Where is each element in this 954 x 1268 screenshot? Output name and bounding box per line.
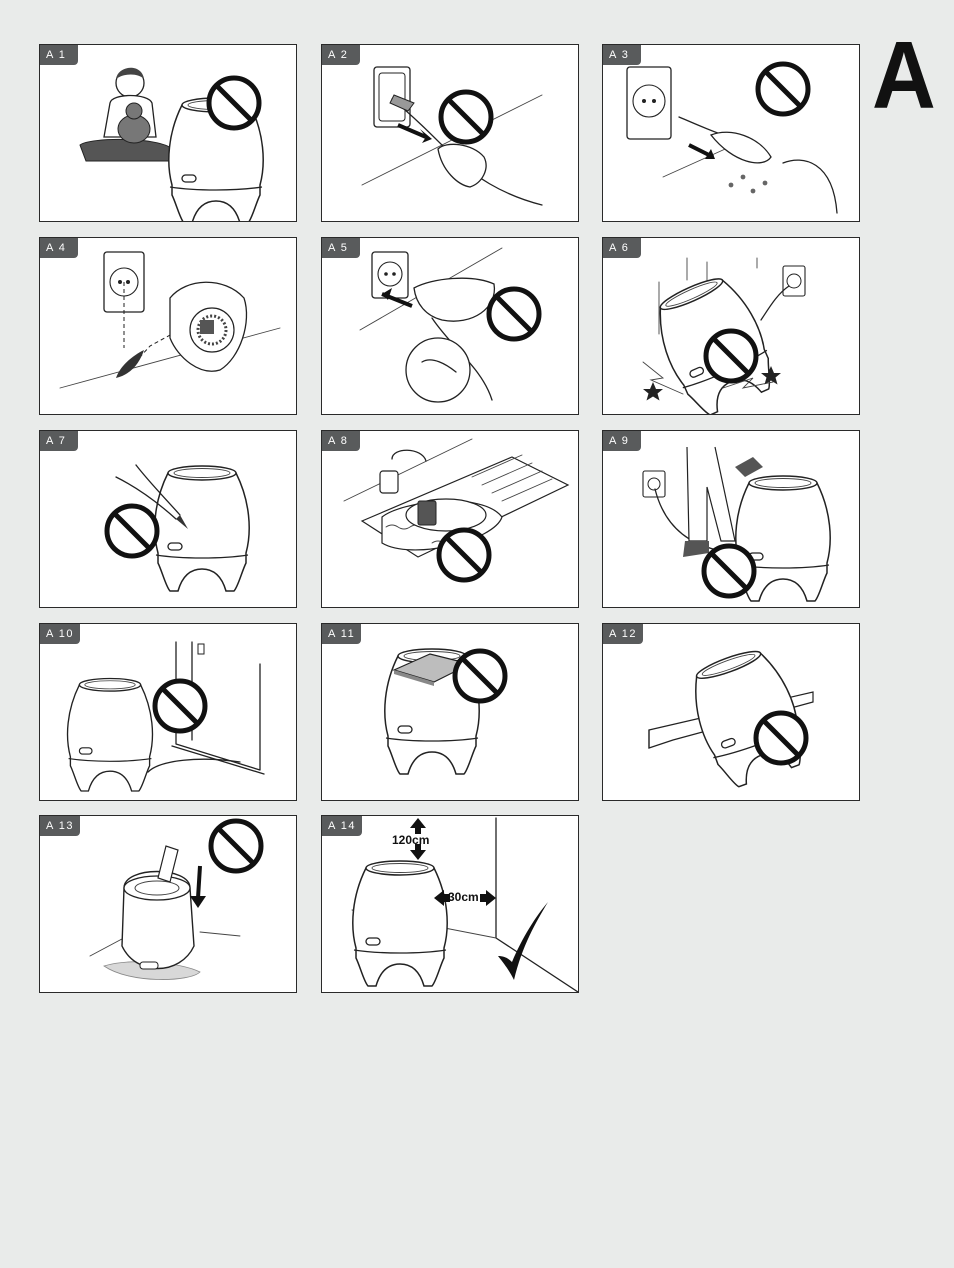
panel-tag: A 1	[40, 45, 78, 65]
no-water-immersion-illustration	[343, 438, 570, 607]
panel-tag: A 5	[322, 238, 360, 258]
no-cord-under-door-illustration	[66, 641, 265, 792]
panel-a11: A 11	[321, 623, 579, 801]
panel-tag: A 8	[322, 431, 360, 451]
panel-a5: A 5	[321, 237, 579, 415]
panel-tag: A 3	[603, 45, 641, 65]
panel-tag: A 4	[40, 238, 78, 258]
damaged-cord-illustration	[359, 247, 578, 403]
cord-trip-hazard-illustration	[642, 446, 831, 602]
panel-a10: A 10	[39, 623, 297, 801]
no-covering-illustration	[384, 648, 578, 775]
prohibited-icon	[706, 331, 756, 381]
height-clearance-label: 120cm	[392, 833, 430, 847]
device-dropped-illustration	[642, 257, 806, 414]
panel-a9: A 9	[602, 430, 860, 608]
prohibited-icon	[107, 506, 157, 556]
no-repair-illustration	[40, 464, 250, 592]
prohibited-icon	[439, 530, 489, 580]
section-letter: A	[872, 22, 936, 129]
prohibited-icon	[758, 64, 808, 114]
panel-a2: A 2	[321, 44, 579, 222]
prohibited-icon	[704, 546, 754, 596]
panel-tag: A 11	[322, 624, 362, 644]
panel-a13: A 13	[39, 815, 297, 993]
wet-hands-plug-illustration	[626, 45, 838, 214]
prohibited-icon	[455, 651, 505, 701]
panel-tag: A 13	[40, 816, 81, 836]
prohibited-icon	[209, 78, 259, 128]
prohibited-icon	[489, 289, 539, 339]
open-device-unplug-illustration	[59, 251, 281, 389]
panel-tag: A 9	[603, 431, 641, 451]
prohibited-icon	[756, 713, 806, 763]
prohibited-icon	[441, 92, 491, 142]
panel-tag: A 14	[322, 816, 363, 836]
panel-a6: A 6	[602, 237, 860, 415]
check-icon	[498, 902, 548, 980]
panel-a3: A 3	[602, 44, 860, 222]
prohibited-icon	[211, 821, 261, 871]
panel-a14: 120cm 30cm A 14	[321, 815, 579, 993]
panel-tag: A 10	[40, 624, 81, 644]
side-clearance-label: 30cm	[448, 890, 479, 904]
panel-a4: A 4	[39, 237, 297, 415]
panel-a7: A 7	[39, 430, 297, 608]
child-near-humidifier-illustration	[79, 67, 264, 221]
prohibited-icon	[155, 681, 205, 731]
panel-a1: A 1	[39, 44, 297, 222]
panel-tag: A 12	[603, 624, 644, 644]
panel-a12: A 12	[602, 623, 860, 801]
panel-tag: A 7	[40, 431, 78, 451]
panel-tag: A 2	[322, 45, 360, 65]
clearance-distance-illustration	[351, 817, 578, 992]
no-tilted-surface-illustration	[648, 641, 815, 793]
overfill-illustration	[89, 816, 296, 980]
panel-tag: A 6	[603, 238, 641, 258]
panel-a8: A 8	[321, 430, 579, 608]
pull-plug-by-cord-illustration	[361, 66, 543, 206]
